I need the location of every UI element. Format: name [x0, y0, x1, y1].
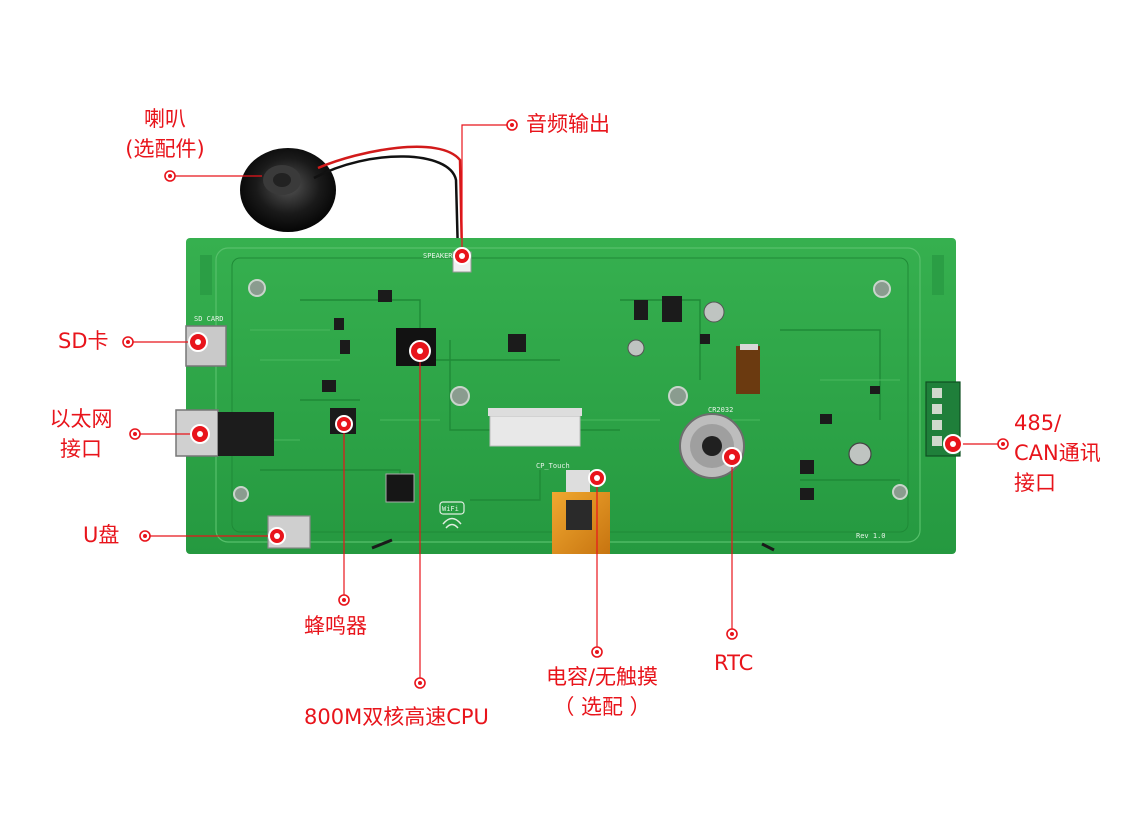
wifi-badge: WiFi [442, 505, 459, 513]
rtc-silk: CR2032 [708, 406, 733, 414]
label-comm: 485/ CAN通讯 接口 [1014, 411, 1101, 495]
label-rtc: RTC [714, 651, 754, 675]
callout-dots [122, 119, 1009, 689]
touch-silk: CP_Touch [536, 462, 570, 470]
sd-silk: SD CARD [194, 315, 224, 323]
version-silk: Rev 1.0 [856, 532, 886, 540]
label-audio-out: 音频输出 [526, 112, 610, 136]
speaker-silk: SPEAKER [423, 252, 453, 260]
label-speaker: 喇叭 (选配件) [125, 107, 205, 161]
label-usb: U盘 [83, 523, 120, 547]
pcb-board [175, 238, 961, 554]
label-ethernet: 以太网 接口 [49, 407, 113, 461]
label-sd-card: SD卡 [58, 329, 109, 353]
callout-lines [128, 124, 1003, 683]
speaker [240, 145, 464, 256]
label-touch: 电容/无触摸 （ 选配 ） [545, 665, 659, 719]
label-cpu: 800M双核高速CPU [304, 705, 489, 729]
label-buzzer: 蜂鸣器 [304, 614, 367, 638]
